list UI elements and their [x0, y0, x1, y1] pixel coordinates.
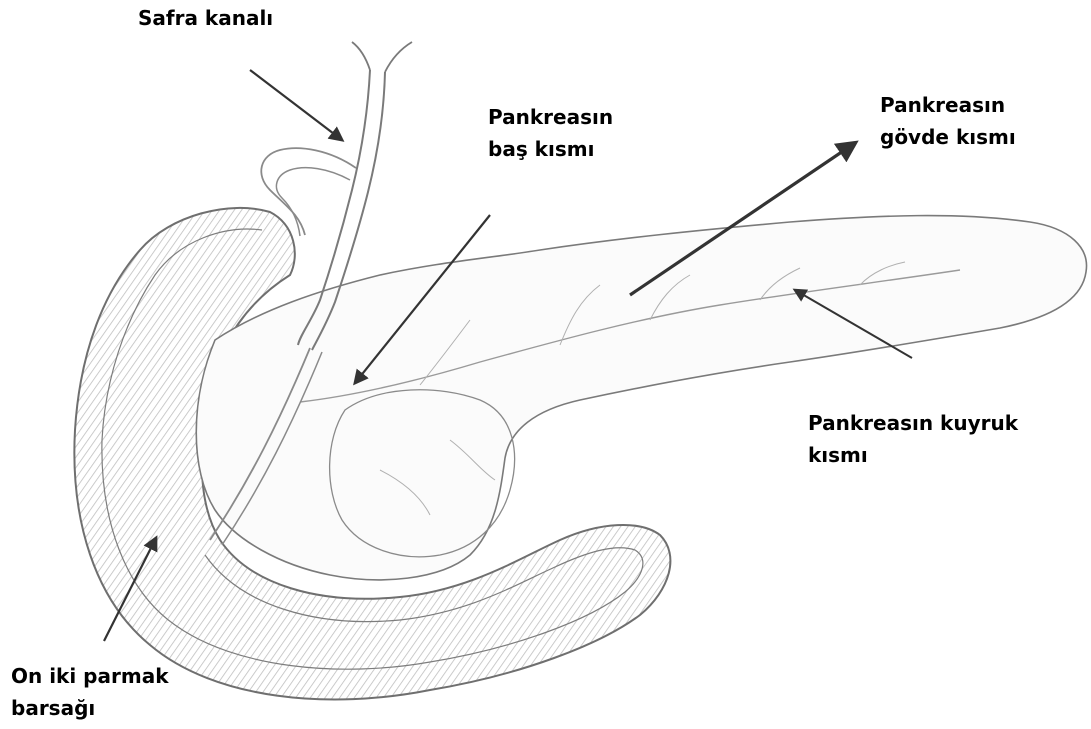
pancreas-body-label: Pankreasın gövde kısmı [880, 89, 1016, 153]
bile-duct-label-line-1: Safra kanalı [138, 2, 273, 34]
duodenum-label-line-2: barsağı [11, 692, 169, 724]
pancreas-head-label-line-2: baş kısmı [488, 133, 613, 165]
pancreas-head-label-line-1: Pankreasın [488, 101, 613, 133]
pancreas-tail-label-line-1: Pankreasın kuyruk [808, 407, 1018, 439]
pancreas-tail-label: Pankreasın kuyruk kısmı [808, 407, 1018, 471]
pancreas-body-label-line-2: gövde kısmı [880, 121, 1016, 153]
duodenum-label-line-1: On iki parmak [11, 660, 169, 692]
duodenum-label: On iki parmak barsağı [11, 660, 169, 724]
pancreas-tail-label-line-2: kısmı [808, 439, 1018, 471]
pancreas-head-label: Pankreasın baş kısmı [488, 101, 613, 165]
bile-duct-arrow [250, 70, 342, 140]
bile-duct-label: Safra kanalı [138, 2, 273, 34]
pancreas-body-label-line-1: Pankreasın [880, 89, 1016, 121]
